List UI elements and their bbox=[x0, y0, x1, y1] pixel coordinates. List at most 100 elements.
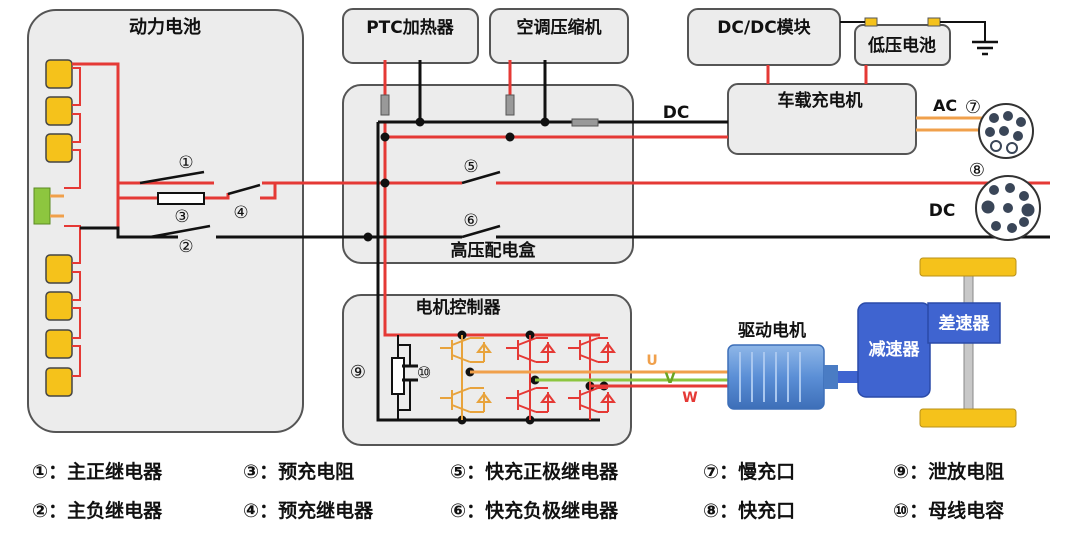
battery-box bbox=[27, 9, 304, 433]
legend-text: 快充负极继电器 bbox=[485, 500, 619, 522]
marker-8: ⑧ bbox=[969, 160, 985, 181]
legend-marker: ① bbox=[32, 461, 49, 483]
dcdc-title: DC/DC模块 bbox=[717, 17, 811, 38]
fast-charge-port bbox=[975, 175, 1041, 241]
battery-cell bbox=[45, 133, 73, 163]
marker-7: ⑦ bbox=[965, 97, 981, 118]
marker-2: ② bbox=[178, 237, 193, 257]
legend-item-7: ⑦：慢充口 bbox=[703, 461, 796, 483]
axle-assembly bbox=[919, 257, 1017, 428]
reducer-title: 减速器 bbox=[869, 339, 921, 360]
lv-battery-wire bbox=[840, 21, 986, 42]
relay-markers: ① ③ ④ ② ⑤ ⑥ bbox=[174, 153, 478, 257]
legend-item-6: ⑥：快充负极继电器 bbox=[450, 500, 619, 522]
hv-system-diagram: 动力电池 PTC加热器 空调压缩机 DC/DC模块 低压电池 高压配电盒 车载充… bbox=[27, 8, 1050, 446]
lv-battery-terminal-left bbox=[864, 17, 878, 27]
obc-title: 车载充电机 bbox=[778, 90, 863, 111]
ground-symbol bbox=[972, 40, 998, 56]
legend-marker: ⑨ bbox=[893, 461, 910, 483]
hv-box-title: 高压配电盒 bbox=[451, 240, 537, 261]
ptc-title: PTC加热器 bbox=[366, 17, 455, 38]
marker-3: ③ bbox=[174, 207, 189, 227]
marker-9: ⑨ bbox=[350, 362, 366, 383]
drive-motor-title: 驱动电机 bbox=[738, 320, 806, 341]
inverter-leg-u bbox=[440, 335, 492, 420]
legend-item-4: ④：预充继电器 bbox=[243, 500, 374, 522]
ac-wires bbox=[916, 116, 985, 132]
dc-obc-label: DC bbox=[663, 103, 690, 123]
legend-marker: ⑤ bbox=[450, 461, 467, 483]
ac-compressor-box bbox=[489, 8, 629, 64]
battery-cells-bottom bbox=[45, 254, 73, 397]
legend-marker: ⑥ bbox=[450, 500, 467, 522]
legend-text: 预充继电器 bbox=[278, 500, 374, 522]
legend-text: 快充正极继电器 bbox=[485, 461, 619, 483]
drive-motor bbox=[727, 344, 838, 410]
phase-v-label: V bbox=[665, 371, 676, 387]
legend-item-9: ⑨：泄放电阻 bbox=[893, 461, 1005, 483]
marker-1: ① bbox=[178, 153, 193, 173]
battery-cell bbox=[45, 291, 73, 321]
legend-text: 快充口 bbox=[738, 500, 796, 522]
legend-marker: ⑧ bbox=[703, 500, 720, 522]
legend-item-3: ③：预充电阻 bbox=[243, 461, 355, 483]
service-connector bbox=[33, 187, 51, 225]
legend-marker: ⑦ bbox=[703, 461, 720, 483]
inverter-leg-v bbox=[506, 335, 556, 420]
legend-item-5: ⑤：快充正极继电器 bbox=[450, 461, 619, 483]
battery-cell bbox=[45, 367, 73, 397]
legend-marker: ② bbox=[32, 500, 49, 522]
legend-item-2: ②：主负继电器 bbox=[32, 500, 163, 522]
legend-item-10: ⑩：母线电容 bbox=[893, 500, 1005, 522]
battery-cells-top bbox=[45, 59, 73, 163]
relay-main-negative bbox=[149, 224, 211, 239]
relay-fast-charge-positive bbox=[461, 170, 501, 185]
legend-marker: ③ bbox=[243, 461, 260, 483]
legend-text: 泄放电阻 bbox=[928, 461, 1005, 483]
ac-fuse bbox=[505, 94, 515, 116]
ptc-box bbox=[342, 8, 479, 64]
legend-text: 主正继电器 bbox=[67, 461, 163, 483]
legend-text: 母线电容 bbox=[928, 500, 1005, 522]
legend-item-1: ①：主正继电器 bbox=[32, 461, 163, 483]
lv-battery-box bbox=[854, 24, 951, 66]
motor-ctrl-title: 电机控制器 bbox=[416, 297, 502, 318]
battery-title: 动力电池 bbox=[129, 16, 201, 38]
precharge-resistor bbox=[157, 192, 205, 205]
dcdc-box bbox=[687, 8, 841, 66]
phase-w-label: W bbox=[682, 390, 697, 406]
slow-charge-port bbox=[978, 103, 1034, 159]
legend-text: 主负继电器 bbox=[67, 500, 163, 522]
relay-precharge bbox=[227, 183, 261, 196]
battery-cell bbox=[45, 96, 73, 126]
reducer-box bbox=[857, 302, 931, 398]
legend-text: 慢充口 bbox=[738, 461, 796, 483]
legend-text: 预充电阻 bbox=[278, 461, 355, 483]
legend-marker: ④ bbox=[243, 500, 260, 522]
motor-shaft bbox=[838, 371, 860, 383]
ac-label: AC bbox=[933, 96, 957, 115]
differential-box bbox=[927, 302, 1001, 344]
differential-title: 差速器 bbox=[939, 313, 991, 334]
bus-capacitor bbox=[398, 344, 418, 411]
ac-compressor-title: 空调压缩机 bbox=[517, 17, 602, 38]
battery-cell bbox=[45, 329, 73, 359]
battery-cell bbox=[45, 59, 73, 89]
relay-fast-charge-negative bbox=[461, 224, 501, 239]
motor-ctrl-box bbox=[342, 294, 632, 446]
lv-battery-title: 低压电池 bbox=[867, 35, 936, 56]
hv-box bbox=[342, 84, 634, 264]
ptc-fuse bbox=[380, 94, 390, 116]
lv-battery-terminal-right bbox=[927, 17, 941, 27]
relay-main-positive bbox=[139, 170, 205, 185]
marker-10: ⑩ bbox=[417, 363, 431, 382]
dc-port-label: DC bbox=[929, 201, 956, 221]
inverter-leg-w bbox=[568, 335, 616, 420]
service-connector-leads bbox=[50, 194, 64, 218]
marker-5: ⑤ bbox=[463, 157, 478, 177]
battery-cell bbox=[45, 254, 73, 284]
marker-4: ④ bbox=[233, 203, 248, 223]
phase-u-label: U bbox=[646, 353, 657, 369]
marker-6: ⑥ bbox=[463, 211, 478, 231]
obc-fuse bbox=[571, 118, 599, 127]
